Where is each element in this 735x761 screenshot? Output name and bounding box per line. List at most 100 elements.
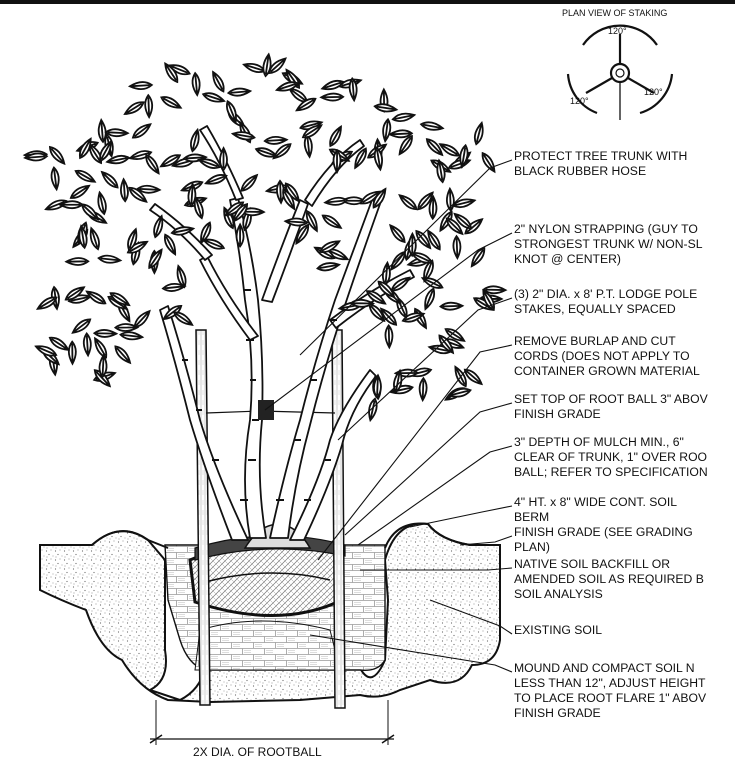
leaf-212: [316, 262, 342, 272]
leaf-158: [48, 336, 70, 351]
callout-10-line-1: EXISTING SOIL: [514, 623, 602, 637]
leaf-57: [159, 154, 182, 168]
leaf-9: [226, 99, 237, 124]
leader-backfill: [360, 567, 513, 571]
leaf-192: [162, 304, 183, 321]
leaf-152: [114, 345, 132, 365]
leaf-35: [145, 153, 160, 175]
leaf-43: [48, 145, 66, 166]
leaf-114: [420, 277, 444, 289]
leaf-6: [167, 64, 191, 76]
leaf-22: [320, 79, 345, 91]
leaf-79: [373, 146, 383, 172]
leaf-18: [274, 81, 300, 92]
leaf-211: [240, 173, 259, 192]
callout-11-line-2: LESS THAN 12", ADJUST HEIGHT: [514, 676, 706, 690]
leaf-194: [172, 311, 194, 326]
leaf-145: [85, 290, 107, 305]
leaf-12: [242, 62, 267, 74]
callout-2-line-3: KNOT @ CENTER): [514, 252, 621, 266]
plan-angle-top: 120°: [608, 26, 627, 36]
callout-9-line-2: AMENDED SOIL AS REQUIRED B: [514, 572, 704, 586]
leaf-55: [58, 200, 84, 210]
leaf-151: [71, 318, 92, 334]
leaf-103: [453, 212, 473, 230]
leaf-139: [89, 226, 100, 251]
leaf-138: [97, 254, 123, 264]
plan-view-title: PLAN VIEW OF STAKING: [562, 8, 667, 18]
leaf-199: [148, 248, 163, 270]
leaf-136: [78, 224, 88, 250]
leaf-149: [67, 340, 77, 366]
callout-7-line-2: BERM: [514, 510, 549, 524]
leaf-80: [425, 138, 444, 157]
leaf-97: [415, 229, 432, 250]
leaf-171: [193, 195, 204, 220]
plan-angle-right: 120°: [644, 87, 663, 97]
leaf-137: [64, 257, 90, 266]
leaf-188: [389, 223, 406, 244]
title-border: [0, 0, 735, 4]
leaf-10: [212, 70, 225, 93]
leaf-71: [301, 124, 323, 139]
callout-4-line-2: CORDS (DOES NOT APPLY TO: [514, 349, 690, 363]
leaf-173: [235, 222, 245, 248]
callout-11-line-1: MOUND AND COMPACT SOIL N: [514, 661, 695, 675]
leaf-166: [153, 214, 164, 239]
leaf-65: [263, 136, 289, 145]
leader-grade: [459, 535, 513, 546]
leaf-96: [398, 194, 418, 211]
callout-7-line-1: 4" HT. x 8" WIDE CONT. SOIL: [514, 495, 677, 509]
leaf-19: [295, 97, 317, 112]
leaf-209: [240, 207, 266, 217]
leaf-210: [232, 202, 249, 223]
leaf-123: [438, 334, 455, 355]
callout-2-line-1: 2" NYLON STRAPPING (GUY TO: [514, 222, 698, 236]
plan-angle-left: 120°: [570, 96, 589, 106]
leaf-29: [97, 118, 107, 144]
leaf-179: [282, 188, 296, 211]
leader-lines: [264, 159, 513, 673]
leaf-34: [131, 123, 152, 139]
leaf-69: [272, 143, 292, 160]
leaf-93: [439, 210, 453, 233]
callout-8-line-1: FINISH GRADE (SEE GRADING: [514, 525, 693, 539]
leaf-181: [305, 209, 318, 233]
leaf-124: [463, 368, 483, 386]
callout-6-line-1: 3" DEPTH OF MULCH MIN., 6": [514, 435, 684, 449]
leaf-195: [161, 283, 187, 292]
leaf-119: [384, 324, 394, 350]
leaf-44: [100, 170, 119, 189]
leaf-201: [365, 290, 387, 305]
leaf-186: [359, 190, 382, 205]
plan-trunk-circle: [609, 62, 631, 84]
leaf-147: [109, 292, 131, 307]
leaf-15: [268, 57, 287, 75]
leader-rootball-top: [344, 402, 513, 536]
leader-hose: [299, 159, 513, 356]
leaf-122: [444, 328, 466, 342]
leader-strapping: [264, 232, 513, 411]
plan-view-staking: PLAN VIEW OF STAKING 120° 120° 120°: [562, 8, 674, 120]
leaf-126: [447, 387, 472, 398]
leaf-177: [284, 182, 301, 203]
leaf-90: [473, 121, 484, 146]
leaf-178: [276, 179, 285, 205]
leaf-153: [133, 309, 151, 329]
leaf-47: [120, 177, 129, 203]
leaf-155: [113, 323, 140, 332]
leaf-53: [69, 184, 91, 199]
leader-mound: [309, 634, 513, 673]
leaf-135: [368, 397, 378, 423]
leaf-25: [391, 112, 417, 123]
leaf-190: [390, 250, 406, 271]
leaf-58: [190, 127, 200, 153]
leader-mulch: [357, 445, 513, 546]
leaf-7: [201, 92, 226, 103]
leaf-101: [452, 234, 462, 261]
leaf-2: [160, 96, 183, 109]
leaf-169: [200, 221, 212, 245]
